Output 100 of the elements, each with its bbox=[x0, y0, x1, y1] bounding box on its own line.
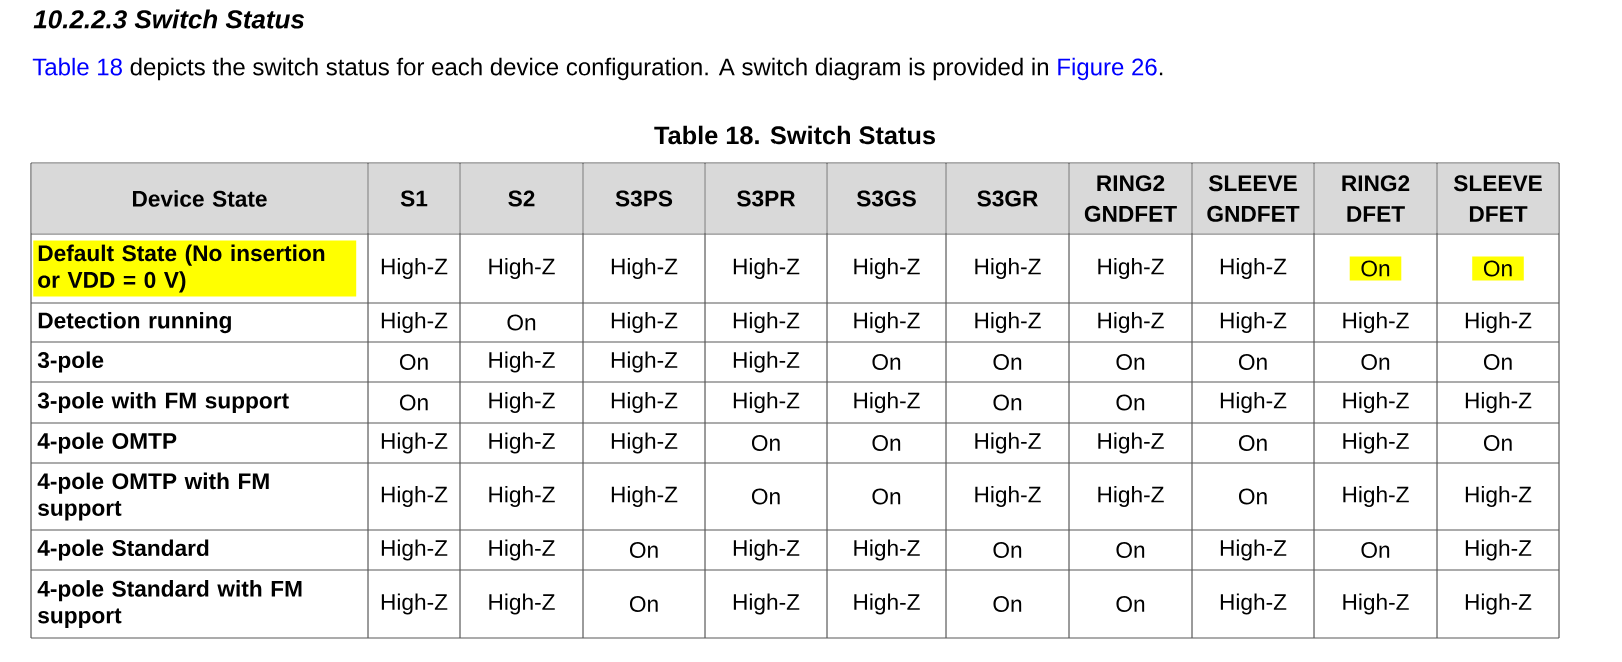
cell-value: High-Z bbox=[1098, 485, 1164, 508]
cell-value: On bbox=[1238, 435, 1267, 452]
cell-value: High-Z bbox=[1343, 311, 1409, 334]
cell-value: On bbox=[629, 596, 658, 613]
cell-value: High-Z bbox=[1098, 257, 1164, 280]
cell-value: High-Z bbox=[975, 311, 1041, 334]
column-heading: S3PS bbox=[583, 163, 705, 234]
cell-value: On bbox=[507, 314, 536, 331]
cell-value: High-Z bbox=[733, 351, 800, 373]
cell-value: High-Z bbox=[1343, 485, 1409, 508]
section-heading: 10.2.2.3 Switch Status bbox=[33, 9, 305, 29]
table-caption: Table 18. Switch Status bbox=[654, 125, 935, 145]
cell-value: High-Z bbox=[733, 593, 800, 615]
cell-value: High-Z bbox=[381, 432, 448, 454]
cell-value: High-Z bbox=[489, 351, 555, 373]
label: depicts the switch status for each device configuration. A switch diagram is provided in bbox=[130, 57, 1048, 81]
cell-value: High-Z bbox=[611, 257, 678, 280]
cell-value: High-Z bbox=[1465, 391, 1532, 414]
cell-value: On bbox=[629, 542, 658, 559]
cell-value: High-Z bbox=[1343, 432, 1409, 454]
cell-value: On bbox=[1116, 542, 1145, 559]
cell-value: High-Z bbox=[854, 593, 920, 615]
label: . bbox=[1159, 72, 1163, 76]
cell-value: On bbox=[1472, 256, 1524, 281]
cell-value: High-Z bbox=[733, 391, 800, 414]
cell-value: On bbox=[993, 394, 1022, 411]
cell-value: High-Z bbox=[1220, 539, 1287, 561]
column-heading: SLEEVE GNDFET bbox=[1192, 163, 1314, 234]
cell-value: High-Z bbox=[1465, 539, 1532, 561]
cell-value: High-Z bbox=[381, 311, 448, 334]
cell-value: High-Z bbox=[1098, 432, 1164, 454]
column-heading: S2 bbox=[460, 163, 583, 234]
row-label: Default State (No insertion or VDD = 0 V) bbox=[33, 240, 357, 297]
cell-value: High-Z bbox=[611, 311, 678, 334]
cell-value: High-Z bbox=[1465, 485, 1532, 508]
column-heading: RING2 DFET bbox=[1314, 163, 1437, 234]
cell-value: High-Z bbox=[611, 485, 678, 508]
cell-value: High-Z bbox=[1465, 311, 1532, 334]
row-label: 4-pole OMTP with FM support bbox=[37, 472, 269, 521]
cell-value: High-Z bbox=[975, 485, 1041, 508]
cell-value: On bbox=[993, 354, 1022, 371]
column-heading: S1 bbox=[368, 163, 460, 234]
cell-value: High-Z bbox=[975, 257, 1041, 280]
cell-value: On bbox=[1361, 542, 1390, 559]
cell-value: High-Z bbox=[381, 593, 448, 615]
label: Table 18 bbox=[32, 57, 122, 76]
cell-value: High-Z bbox=[381, 539, 448, 561]
cell-value: On bbox=[1361, 354, 1390, 371]
cell-value: On bbox=[1116, 394, 1145, 411]
cell-value: High-Z bbox=[1220, 593, 1287, 615]
cell-value: On bbox=[1238, 488, 1267, 505]
paragraph: Table 18 depicts the switch status for each device configuration. A switch diagram is provided in Figure 26. bbox=[32, 57, 1163, 81]
column-heading: SLEEVE DFET bbox=[1437, 163, 1559, 234]
cell-value: On bbox=[1483, 435, 1512, 452]
cell-value: High-Z bbox=[611, 351, 678, 373]
cell-value: High-Z bbox=[1343, 593, 1409, 615]
cell-value: High-Z bbox=[854, 391, 920, 414]
cell-value: High-Z bbox=[489, 485, 555, 508]
column-heading: S3PR bbox=[705, 163, 827, 234]
cell-value: High-Z bbox=[489, 593, 555, 615]
cell-value: On bbox=[872, 435, 901, 452]
cell-value: On bbox=[993, 542, 1022, 559]
cell-value: On bbox=[751, 488, 780, 505]
cell-value: High-Z bbox=[733, 311, 800, 334]
cell-value: High-Z bbox=[489, 391, 555, 414]
cell-value: On bbox=[399, 394, 428, 411]
cell-value: High-Z bbox=[381, 485, 448, 508]
cell-value: On bbox=[399, 354, 428, 371]
row-label: 4-pole OMTP bbox=[37, 432, 177, 454]
row-label: 4-pole Standard with FM support bbox=[37, 580, 302, 628]
cell-value: High-Z bbox=[381, 257, 448, 280]
cell-value: High-Z bbox=[975, 432, 1041, 454]
cell-value: On bbox=[993, 596, 1022, 613]
row-label: 4-pole Standard bbox=[37, 539, 209, 561]
row-label: 3-pole bbox=[37, 351, 104, 373]
row-label: Detection running bbox=[38, 311, 231, 334]
cell-value: High-Z bbox=[1220, 257, 1287, 280]
cell-value: High-Z bbox=[854, 539, 920, 561]
cell-value: On bbox=[872, 354, 901, 371]
column-heading: S3GS bbox=[827, 163, 946, 234]
cell-value: On bbox=[1116, 596, 1145, 613]
cell-value: High-Z bbox=[489, 432, 555, 454]
cell-value: High-Z bbox=[489, 257, 555, 280]
cell-value: On bbox=[751, 435, 780, 452]
cell-value: On bbox=[1238, 354, 1267, 371]
cell-value: On bbox=[872, 488, 901, 505]
cell-value: On bbox=[1483, 354, 1512, 371]
column-heading: S3GR bbox=[946, 163, 1069, 234]
label: Figure 26 bbox=[1058, 57, 1157, 81]
cell-value: High-Z bbox=[1465, 593, 1532, 615]
cell-value: High-Z bbox=[1220, 391, 1287, 414]
cell-value: High-Z bbox=[489, 539, 555, 561]
cell-value: High-Z bbox=[1098, 311, 1164, 334]
cell-value: High-Z bbox=[733, 257, 800, 280]
cell-value: On bbox=[1349, 256, 1402, 281]
cell-value: High-Z bbox=[854, 257, 920, 280]
cell-value: High-Z bbox=[611, 432, 678, 454]
cell-value: High-Z bbox=[1220, 311, 1287, 334]
row-label: 3-pole with FM support bbox=[37, 391, 289, 414]
cell-value: High-Z bbox=[1343, 391, 1409, 414]
